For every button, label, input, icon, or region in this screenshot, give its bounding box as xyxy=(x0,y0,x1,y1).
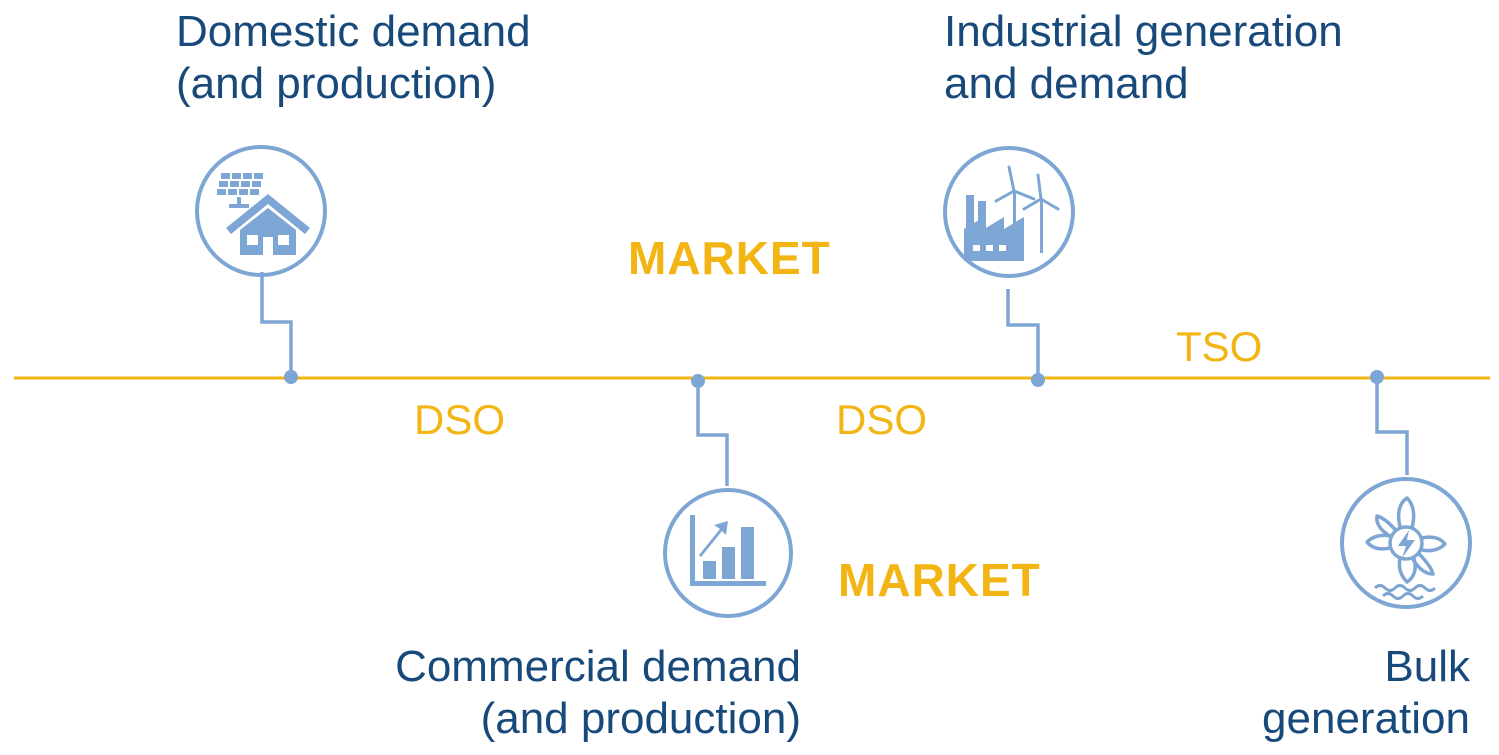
domestic-label-line-2: (and production) xyxy=(176,59,497,108)
connector-domestic xyxy=(260,272,293,377)
industrial-label: Industrial generation and demand xyxy=(944,6,1343,110)
bulk-label-line-1: Bulk xyxy=(1384,642,1470,691)
node-bulk xyxy=(1370,370,1384,384)
market-label-lower: MARKET xyxy=(838,554,1041,606)
domestic-label: Domestic demand (and production) xyxy=(176,6,531,110)
commercial-label: Commercial demand (and production) xyxy=(395,641,801,745)
factory-wind-turbine-icon xyxy=(943,146,1075,278)
tso-label: TSO xyxy=(1176,323,1263,370)
connector-commercial xyxy=(696,381,729,486)
connector-bulk xyxy=(1375,378,1409,475)
commercial-label-line-1: Commercial demand xyxy=(395,642,801,691)
bulk-label-line-2: generation xyxy=(1262,694,1470,743)
market-label-upper: MARKET xyxy=(628,232,831,284)
node-commercial xyxy=(691,374,705,388)
dso-left-label: DSO xyxy=(414,396,506,443)
growth-chart-icon xyxy=(663,488,793,618)
dso-right-label: DSO xyxy=(836,396,928,443)
solar-house-icon xyxy=(195,145,327,277)
node-industrial xyxy=(1031,373,1045,387)
domestic-label-line-1: Domestic demand xyxy=(176,7,531,56)
node-domestic xyxy=(284,370,298,384)
industrial-label-line-1: Industrial generation xyxy=(944,7,1343,56)
bulk-label: Bulk generation xyxy=(1262,641,1470,745)
hydro-turbine-icon xyxy=(1340,477,1472,609)
commercial-label-line-2: (and production) xyxy=(480,694,801,743)
industrial-label-line-2: and demand xyxy=(944,59,1189,108)
connector-industrial xyxy=(1006,289,1040,380)
